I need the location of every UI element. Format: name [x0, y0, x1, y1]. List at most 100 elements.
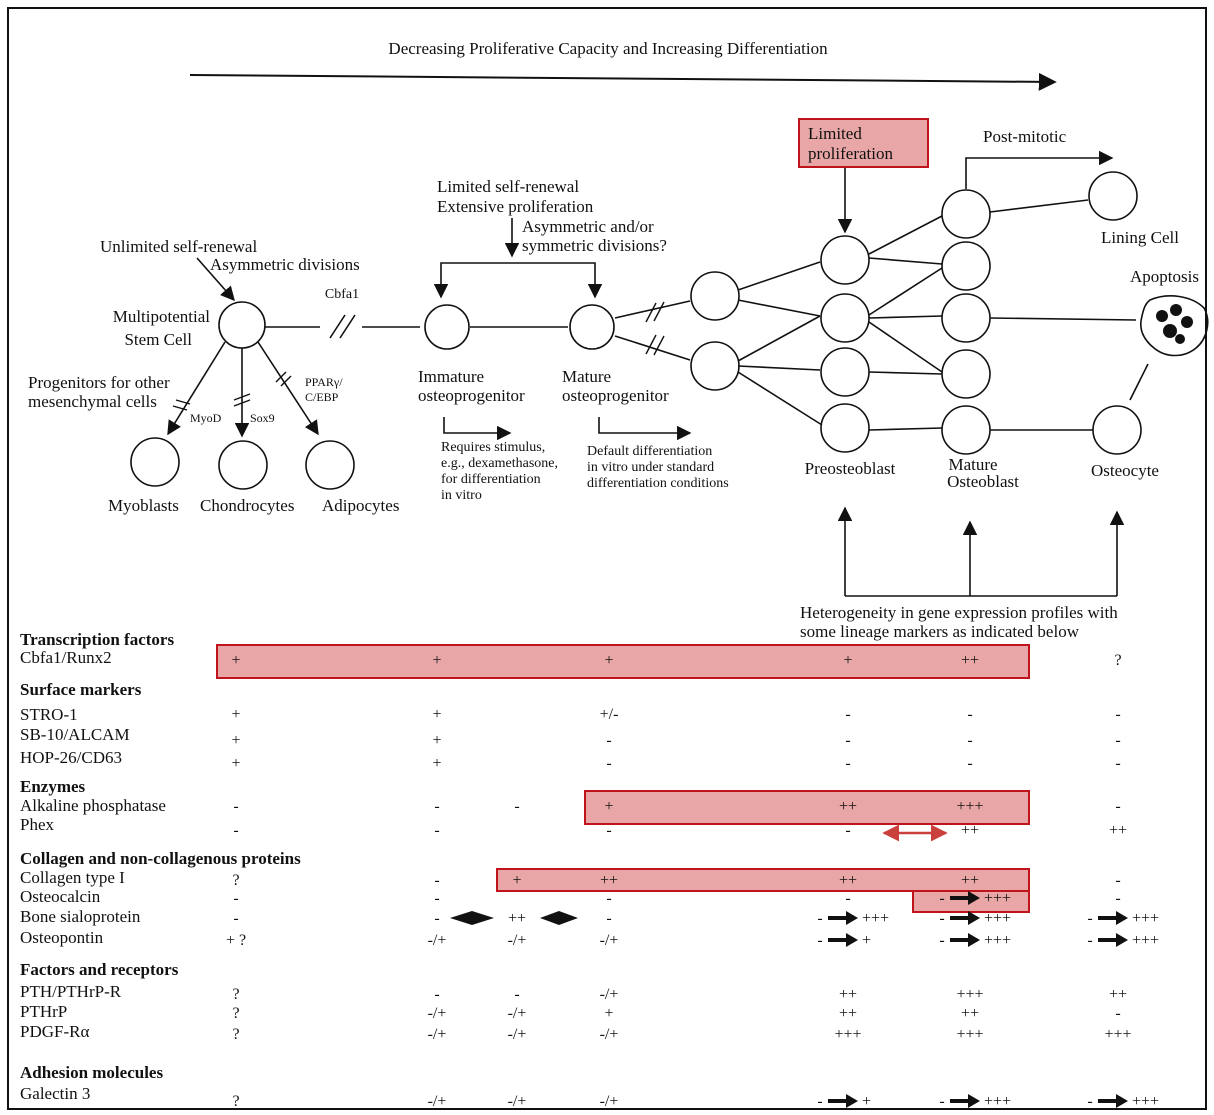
transition-arrow-icon [828, 933, 858, 947]
ppar-hash-2 [280, 375, 292, 387]
marker-value: ++ [961, 652, 979, 669]
marker-value: -/+ [600, 1026, 619, 1043]
highlight-runx2 [216, 644, 1030, 679]
prog-note-1: Limited self-renewal [437, 177, 579, 196]
section-header-collagen: Collagen and non-collagenous proteins [20, 849, 301, 868]
marker-value: - [1115, 872, 1120, 889]
marker-value: - [434, 986, 439, 1003]
marker-value: + [862, 932, 871, 949]
preosteoblast-cell-3 [820, 347, 870, 397]
stem-cell [218, 301, 266, 349]
transition-arrow-icon [1098, 911, 1128, 925]
mature-osteoblast-cell-1 [941, 189, 991, 239]
branch-adipo [257, 341, 319, 436]
immature-note-2: e.g., dexamethasone, [441, 456, 558, 471]
marker-value: - [939, 890, 944, 907]
mature-osteoblast-line-2: Osteoblast [947, 472, 1019, 491]
marker-value: +++ [834, 1026, 861, 1043]
mature-osteoprogenitor-cell [569, 304, 615, 350]
marker-value: ++ [961, 872, 979, 889]
mature-prog-name-2: osteoprogenitor [562, 386, 669, 405]
marker-value: - [233, 822, 238, 839]
marker-value: - [434, 798, 439, 815]
stem-note-2: Asymmetric divisions [210, 255, 360, 274]
mature-osteoblast-line-1: Mature [948, 455, 997, 474]
marker-value: + [432, 652, 441, 669]
heterogeneity-line-2: some lineage markers as indicated below [800, 622, 1080, 641]
marker-value: - [1115, 890, 1120, 907]
row-name: PDGF-Rα [20, 1022, 89, 1041]
preosteoblast-cell-1 [820, 235, 870, 285]
myod-hash-1 [175, 399, 191, 405]
preosteoblast-cell-4 [820, 403, 870, 453]
marker-value: + [604, 652, 613, 669]
differentiation-arrow [189, 72, 1057, 91]
marker-value: - [514, 798, 519, 815]
transit-cell-upper [690, 271, 740, 321]
osteocyte-cell [1092, 405, 1142, 455]
section-header-transcription: Transcription factors [20, 630, 174, 649]
highlight-alp [584, 790, 1030, 825]
marker-value: - [233, 890, 238, 907]
marker-value: ? [232, 872, 239, 889]
marker-value: - [845, 706, 850, 723]
transition-arrow-icon [828, 911, 858, 925]
section-header-surface: Surface markers [20, 680, 142, 699]
split-line-lower [614, 335, 691, 361]
myoblasts-label: Myoblasts [108, 496, 179, 515]
lining-cell [1088, 171, 1138, 221]
immature-note-3: for differentiation [441, 472, 541, 487]
row-name: STRO-1 [20, 705, 78, 724]
marker-value: - [606, 822, 611, 839]
row-name: Osteopontin [20, 928, 104, 947]
marker-value: +++ [1104, 1026, 1131, 1043]
marker-value: - [606, 755, 611, 772]
marker-value: - [967, 732, 972, 749]
marker-value: + [432, 732, 441, 749]
heterogeneity-line-1: Heterogeneity in gene expression profile… [800, 603, 1118, 622]
split-hash-3 [645, 334, 657, 355]
progenitors-line-2: mesenchymal cells [28, 392, 157, 411]
row-name: PTH/PTHrP-R [20, 982, 122, 1001]
mature-prog-note-2: in vitro under standard [587, 460, 714, 475]
marker-value: +++ [984, 1093, 1011, 1110]
marker-value: - [606, 910, 611, 927]
transit-links [737, 261, 823, 426]
marker-value: - [967, 706, 972, 723]
marker-value: - [1115, 798, 1120, 815]
marker-value: +++ [956, 1026, 983, 1043]
preo-mature-links [868, 215, 943, 431]
marker-value: +++ [1132, 932, 1159, 949]
marker-value: - [939, 1093, 944, 1110]
immature-name-2: osteoprogenitor [418, 386, 525, 405]
marker-value: +++ [984, 932, 1011, 949]
post-mitotic-arrow [965, 150, 1114, 189]
marker-value: ++ [961, 822, 979, 839]
preosteoblast-label: Preosteoblast [805, 459, 896, 478]
marker-value: + [432, 755, 441, 772]
prog-note-2: Extensive proliferation [437, 197, 594, 216]
highlight-collagen [496, 868, 1030, 892]
immature-name-1: Immature [418, 367, 484, 386]
marker-value: + [231, 755, 240, 772]
row-name: HOP-26/CD63 [20, 748, 122, 767]
marker-value: +++ [1132, 910, 1159, 927]
marker-value: ++ [1109, 822, 1127, 839]
marker-value: -/+ [600, 1093, 619, 1110]
marker-value: - [817, 1093, 822, 1110]
marker-value: +++ [862, 910, 889, 927]
transition-arrow-icon [1098, 933, 1128, 947]
marker-value: - [233, 798, 238, 815]
limited-proliferation-line-1: Limited [808, 124, 862, 143]
marker-value: - [845, 822, 850, 839]
ppar-label-1: PPARγ/ [305, 375, 343, 389]
stem-name-2: Stem Cell [124, 330, 192, 349]
mature-osteoblast-cell-2 [941, 241, 991, 291]
marker-value: ? [1114, 652, 1121, 669]
immature-osteoprogenitor-cell [424, 304, 470, 350]
marker-value: - [233, 910, 238, 927]
progenitors-line-1: Progenitors for other [28, 373, 170, 392]
stem-name-1: Multipotential [113, 307, 211, 326]
adipocytes-label: Adipocytes [322, 496, 399, 515]
marker-value: ++ [1109, 986, 1127, 1003]
